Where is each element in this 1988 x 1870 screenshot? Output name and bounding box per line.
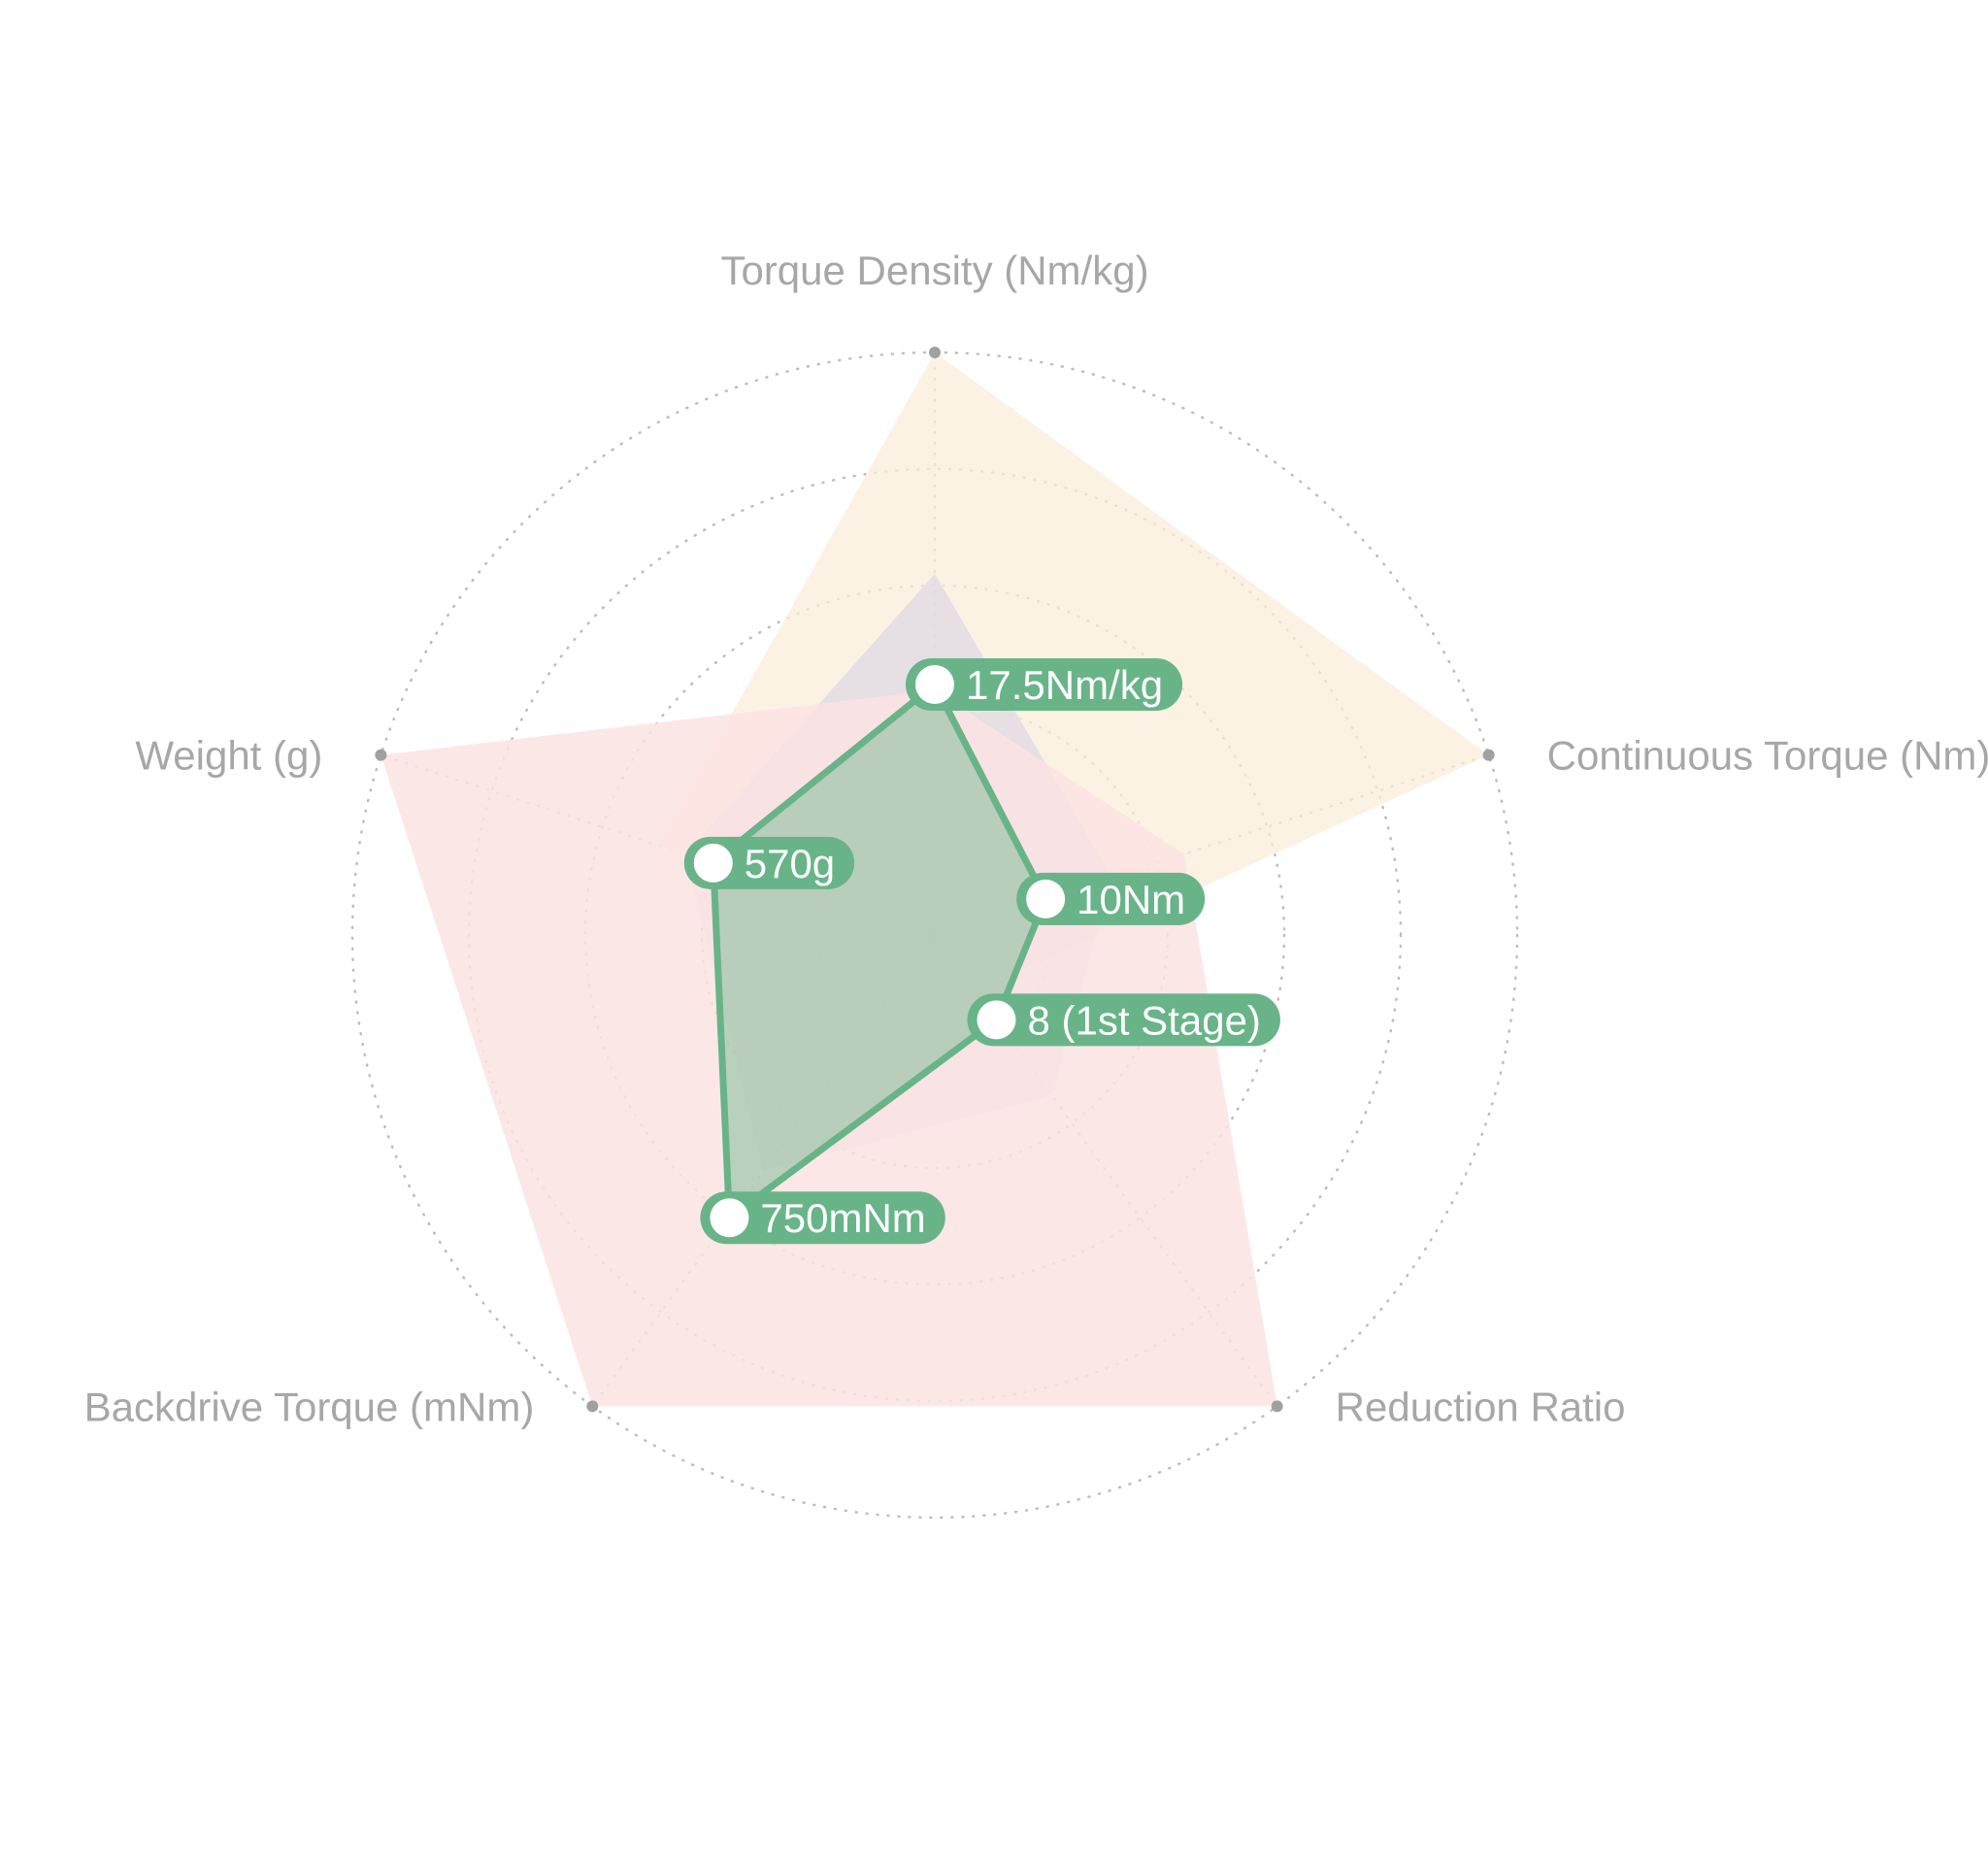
value-label-reduction-ratio: 8 (1st Stage) xyxy=(967,993,1280,1047)
axis-label-weight-g: Weight (g) xyxy=(135,733,322,779)
value-label-text: 17.5Nm/kg xyxy=(966,662,1163,708)
axis-end-dot-backdrive-torque-mnm xyxy=(586,1400,599,1413)
series-area-4 xyxy=(710,681,1049,1221)
value-point-marker xyxy=(710,1198,749,1238)
value-label-text: 10Nm xyxy=(1077,877,1185,922)
axis-end-markers xyxy=(375,347,1495,1413)
axis-end-dot-torque-density-nm-kg xyxy=(929,347,941,358)
axis-labels: Torque Density (Nm/kg) Continuous Torque … xyxy=(84,248,1988,1429)
value-labels: 17.5Nm/kg 10Nm 8 (1st Stage) 750mNm 570g xyxy=(683,658,1280,1245)
value-point-marker xyxy=(915,665,954,704)
value-label-continuous-torque-nm: 10Nm xyxy=(1016,872,1206,925)
value-label-torque-density-nm-kg: 17.5Nm/kg xyxy=(906,658,1183,711)
axis-label-reduction-ratio: Reduction Ratio xyxy=(1336,1384,1626,1429)
series-areas xyxy=(381,352,1489,1407)
value-pill xyxy=(1016,872,1206,925)
value-pill xyxy=(967,993,1280,1047)
value-label-text: 570g xyxy=(745,841,835,886)
value-label-backdrive-torque-mnm: 750mNm xyxy=(700,1191,945,1245)
axis-end-dot-continuous-torque-nm xyxy=(1482,749,1495,761)
value-label-text: 8 (1st Stage) xyxy=(1027,997,1260,1043)
value-label-text: 750mNm xyxy=(760,1195,925,1241)
value-label-weight-g: 570g xyxy=(683,836,855,889)
value-pill xyxy=(906,658,1183,711)
value-pill xyxy=(700,1191,945,1245)
value-point-marker xyxy=(1026,879,1066,918)
value-point-marker xyxy=(693,843,733,883)
series-area-3 xyxy=(381,690,1277,1407)
axis-label-torque-density-nm-kg: Torque Density (Nm/kg) xyxy=(720,248,1148,293)
axis-label-backdrive-torque-mnm: Backdrive Torque (mNm) xyxy=(84,1384,535,1429)
axis-end-dot-reduction-ratio xyxy=(1271,1400,1283,1413)
axis-end-dot-weight-g xyxy=(375,749,387,761)
value-point-marker xyxy=(977,1000,1016,1040)
axis-label-continuous-torque-nm: Continuous Torque (Nm) xyxy=(1547,733,1988,779)
